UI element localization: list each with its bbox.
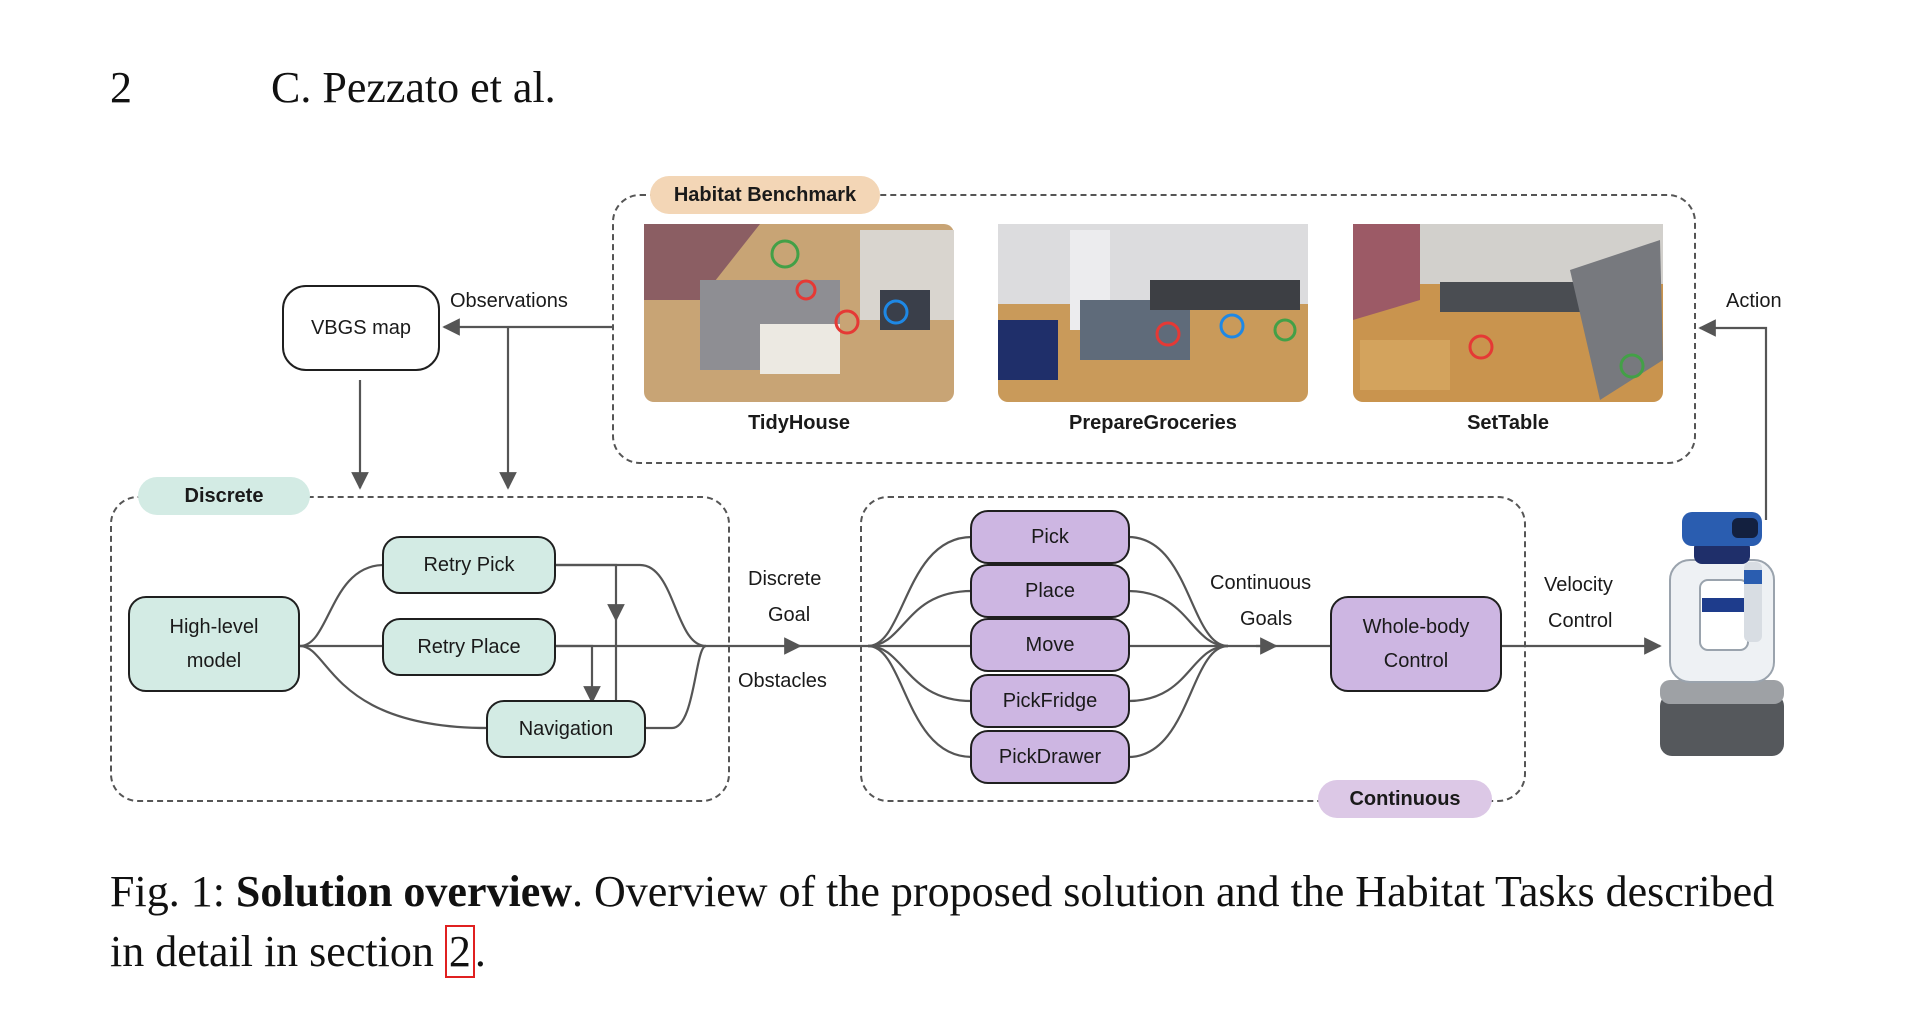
velocity-control-label-line2: Control <box>1548 610 1613 632</box>
action-label: Action <box>1726 290 1782 312</box>
retry-pick-node: Retry Pick <box>382 536 556 594</box>
skill-place-node: Place <box>970 564 1130 618</box>
running-header-authors: C. Pezzato et al. <box>271 63 556 112</box>
navigation-node: Navigation <box>486 700 646 758</box>
skill-pickdrawer-node: PickDrawer <box>970 730 1130 784</box>
continuous-tag: Continuous <box>1318 780 1492 818</box>
velocity-control-label-line1: Velocity <box>1544 574 1613 596</box>
skill-move-node: Move <box>970 618 1130 672</box>
high-level-model-line1: High-level <box>169 616 259 638</box>
retry-place-node: Retry Place <box>382 618 556 676</box>
discrete-box <box>110 496 730 802</box>
skill-pick-node: Pick <box>970 510 1130 564</box>
whole-body-control-node: Whole-body Control <box>1330 596 1502 692</box>
settable-scene-image <box>1353 224 1663 402</box>
continuous-goals-label-line2: Goals <box>1240 608 1293 630</box>
preparegroceries-scene-image <box>998 224 1308 402</box>
task-label-settable: SetTable <box>1467 412 1549 434</box>
discrete-goal-label-line1: Discrete <box>748 568 822 590</box>
obstacles-label: Obstacles <box>738 670 827 692</box>
task-label-tidyhouse: TidyHouse <box>748 412 850 434</box>
section-reference-link[interactable]: 2 <box>444 925 475 978</box>
habitat-benchmark-box <box>612 194 1696 464</box>
skill-pickfridge-node: PickFridge <box>970 674 1130 728</box>
vbgs-map-node: VBGS map <box>282 285 440 371</box>
high-level-model-line2: model <box>186 650 242 672</box>
caption-prefix: Fig. 1: <box>110 867 236 916</box>
discrete-goal-label-line2: Goal <box>768 604 811 626</box>
caption-title: Solution overview <box>235 867 573 916</box>
whole-body-control-line2: Control <box>1383 650 1449 672</box>
high-level-model-node: High-level model <box>128 596 300 692</box>
task-label-preparegroceries: PrepareGroceries <box>1069 412 1237 434</box>
observations-label: Observations <box>450 290 568 312</box>
caption-text: . Overview of the proposed solution and … <box>110 867 1775 976</box>
continuous-box <box>860 496 1526 802</box>
figure-caption: Fig. 1: Solution overview. Overview of t… <box>110 862 1810 982</box>
whole-body-control-line1: Whole-body <box>1362 616 1470 638</box>
discrete-tag: Discrete <box>138 477 310 515</box>
continuous-goals-label-line1: Continuous <box>1210 572 1312 594</box>
caption-suffix: . <box>474 927 486 976</box>
fetch-robot-illustration <box>1660 512 1784 756</box>
tidyhouse-scene-image <box>644 224 954 402</box>
habitat-benchmark-tag: Habitat Benchmark <box>650 176 880 214</box>
page-number: 2 <box>110 63 132 112</box>
